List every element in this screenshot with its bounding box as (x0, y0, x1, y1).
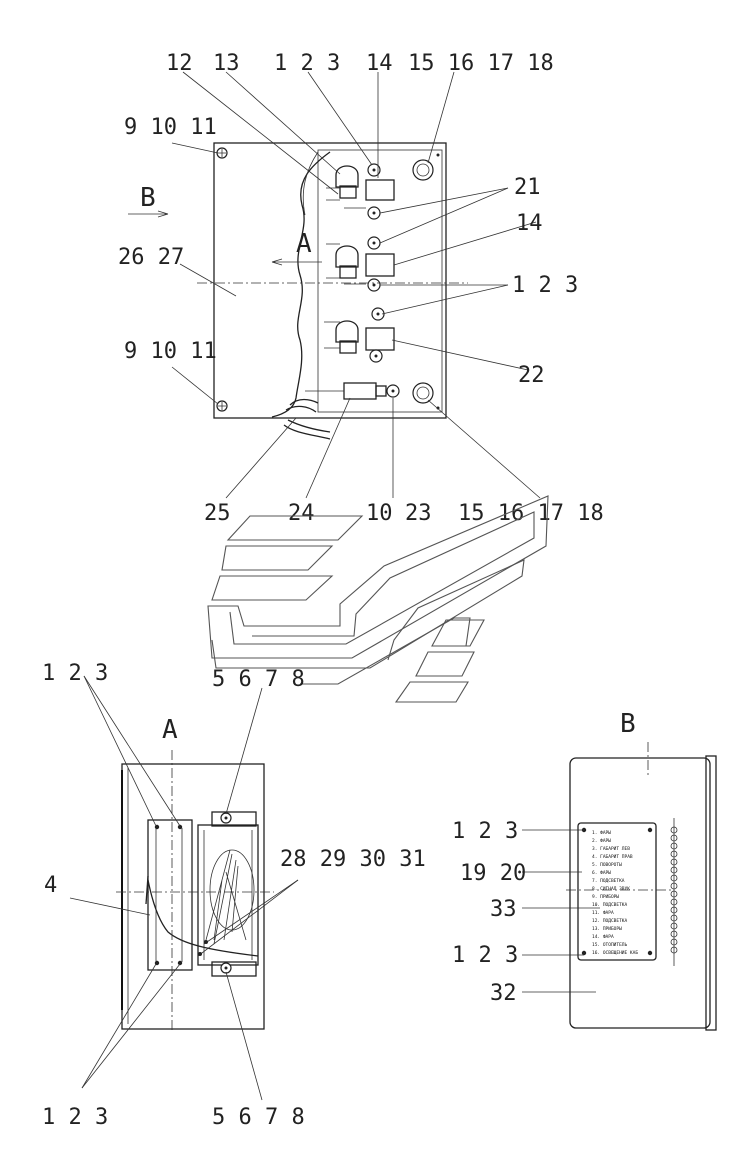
cutaway-boundary (271, 151, 331, 418)
relay-block-2 (326, 236, 395, 292)
callout-label: 1 2 3 (452, 943, 518, 968)
callout-label: 14 (516, 211, 543, 236)
fuse-holder (305, 382, 400, 400)
plate-line: 10. ПОДСВЕТКА (592, 902, 628, 908)
plate-line: 5. ПОВОРОТЫ (592, 862, 622, 868)
main-view-labels: 12 13 1 2 3 14 15 16 17 18 9 10 11 B A 2… (118, 51, 604, 526)
callout-label: 32 (490, 981, 517, 1006)
main-view (128, 71, 541, 499)
callout-label: 9 10 11 (124, 115, 217, 140)
view-b: 1. ФАРЫ 2. ФАРЫ 3. ГАБАРИТ ЛЕВ 4. ГАБАРИ… (522, 742, 717, 1031)
plate-text: 1. ФАРЫ 2. ФАРЫ 3. ГАБАРИТ ЛЕВ 4. ГАБАРИ… (592, 830, 638, 956)
screw-icon (216, 400, 228, 412)
callout-label: 22 (518, 363, 545, 388)
callout-label: 13 (213, 51, 240, 76)
plate-line: 15. ОТОПИТЕЛЬ (592, 942, 628, 948)
watermark-logo (207, 495, 549, 703)
grommet-icon (412, 159, 434, 181)
callout-label: 15 16 17 18 (408, 51, 554, 76)
plate-line: 9. ПРИБОРЫ (592, 894, 619, 900)
callout-label: 1 2 3 (274, 51, 340, 76)
callout-label: 12 (166, 51, 193, 76)
label-plate (577, 822, 657, 961)
plate-line: 2. ФАРЫ (592, 838, 611, 844)
plate-line: 8. СИГНАЛ ЗВУК (592, 886, 630, 892)
view-arrow-label: B (140, 183, 156, 213)
plate-line: 3. ГАБАРИТ ЛЕВ (592, 846, 630, 852)
relay-block-1 (326, 163, 395, 220)
plate-line: 12. ПОДСВЕТКА (592, 918, 628, 924)
view-title: B (620, 709, 636, 739)
callout-label: 19 20 (460, 861, 526, 886)
screw-icon (216, 147, 228, 159)
callout-label: 24 (288, 501, 315, 526)
plate-line: 7. ПОДСВЕТКА (592, 878, 625, 884)
view-a-wire (147, 879, 259, 957)
plate-line: 11. ФАРА (592, 910, 614, 916)
callout-label: 4 (44, 873, 57, 898)
terminal-strip (670, 826, 678, 954)
callout-label: 1 2 3 (42, 661, 108, 686)
view-arrow-label: A (296, 229, 312, 259)
callout-label: 10 (366, 501, 393, 526)
callout-label: 25 (204, 501, 231, 526)
relay-block-3 (324, 307, 395, 363)
callout-label: 9 10 11 (124, 339, 217, 364)
callout-label: 26 27 (118, 245, 184, 270)
plate-line: 16. ОСВЕЩЕНИЕ КАБ (592, 950, 638, 956)
plate-line: 1. ФАРЫ (592, 830, 611, 836)
grommet-icon (412, 382, 434, 404)
view-title: A (162, 715, 178, 745)
callout-label: 14 (366, 51, 393, 76)
callout-label: 28 29 30 31 (280, 847, 426, 872)
wire-harness (283, 398, 331, 440)
callout-label: 1 2 3 (452, 819, 518, 844)
plate-line: 6. ФАРЫ (592, 870, 611, 876)
view-a-plate (147, 819, 193, 971)
view-b-labels: B 1 2 3 19 20 33 1 2 3 32 (452, 709, 636, 1006)
plate-line: 13. ПРИБОРЫ (592, 926, 622, 932)
enclosure-inner-border (317, 149, 443, 413)
view-a-labels: A 1 2 3 5 6 7 8 4 28 29 30 31 1 2 3 5 6 … (42, 661, 426, 1130)
callout-label: 1 2 3 (512, 273, 578, 298)
plate-line: 14. ФАРА (592, 934, 614, 940)
plate-line: 4. ГАБАРИТ ПРАВ (592, 854, 633, 860)
view-a (69, 675, 299, 1101)
callout-label: 21 (514, 175, 541, 200)
cover-plate (213, 142, 447, 419)
callout-label: 1 2 3 (42, 1105, 108, 1130)
view-a-housing (121, 763, 265, 1030)
callout-label: 33 (490, 897, 517, 922)
callout-label: 5 6 7 8 (212, 1105, 305, 1130)
view-b-housing (569, 757, 711, 1029)
callout-label: 23 (405, 501, 432, 526)
callout-label: 5 6 7 8 (212, 667, 305, 692)
